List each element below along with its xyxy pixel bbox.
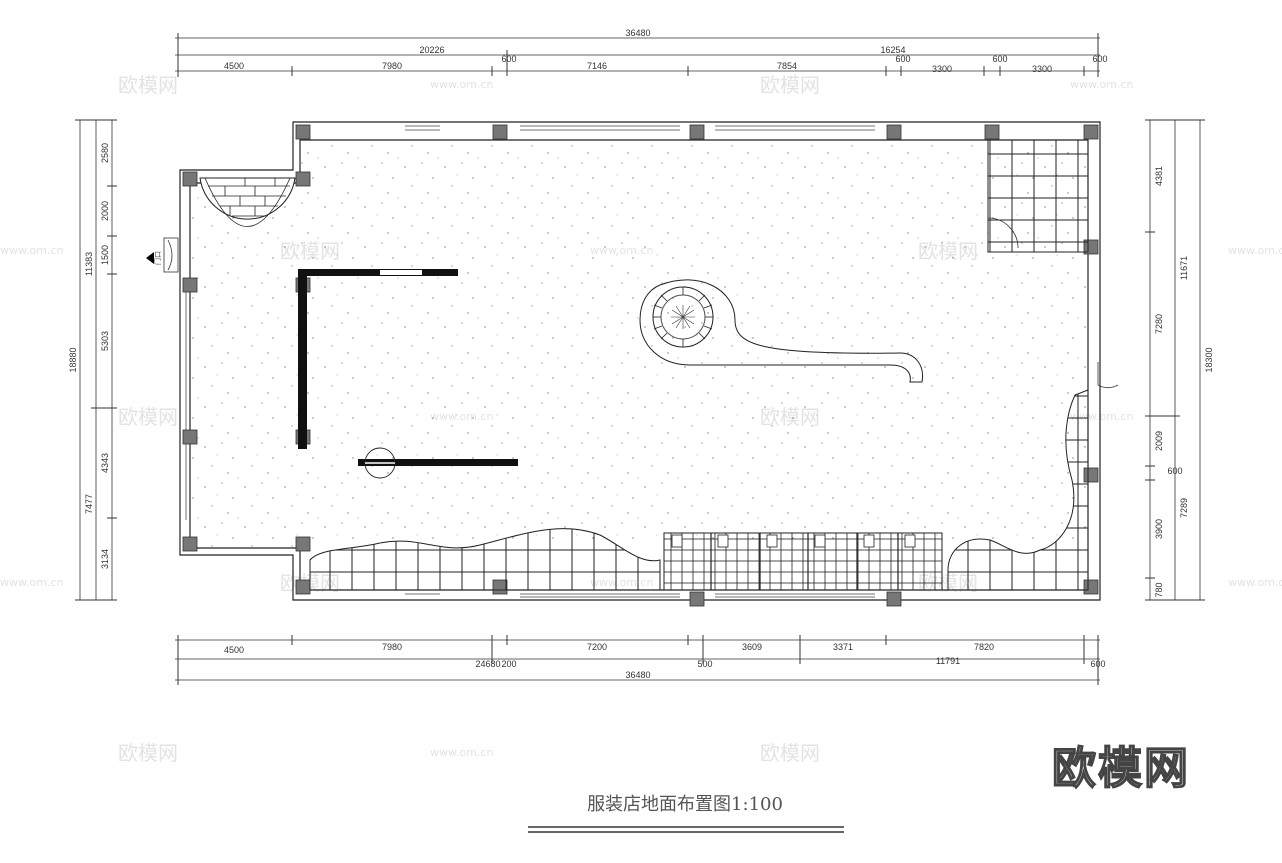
dim-text: 7854 (777, 61, 797, 71)
watermark-url: www.om.cn (430, 746, 493, 759)
dim-text: 18300 (1204, 347, 1214, 372)
title-underline (528, 831, 844, 833)
dim-text: 1500 (100, 245, 110, 265)
dim-text: 600 (501, 54, 516, 64)
watermark-url: www.om.cn (1070, 78, 1133, 91)
dim-text: 7477 (84, 494, 94, 514)
dim-text: 7280 (1154, 314, 1164, 334)
dim-text: 2000 (100, 201, 110, 221)
watermark-text: 欧模网 (118, 741, 178, 765)
watermark-url: www.om.cn (1228, 244, 1282, 257)
dim-text: 600 (1092, 54, 1107, 64)
watermark-text: 欧模网 (118, 73, 178, 97)
brand-logo: 欧模网 (1051, 742, 1190, 795)
dim-text: 600 (1167, 466, 1182, 476)
dim-text: 11671 (1179, 256, 1189, 280)
entrance-arrow-icon (146, 252, 154, 264)
left-dimension-texts: 2580 2000 1500 5303 4343 3134 11383 7477… (68, 143, 110, 569)
dim-text: 3900 (1154, 519, 1164, 539)
dim-text: 16254 (880, 45, 905, 55)
dim-text: 600 (1090, 659, 1105, 669)
dim-text: 24680 (475, 659, 500, 669)
title-underline (528, 826, 844, 828)
window-strips (405, 125, 875, 598)
dim-text: 3371 (833, 642, 853, 652)
dim-text: 7980 (382, 642, 402, 652)
dim-text: 200 (501, 659, 516, 669)
dim-text: 7200 (587, 642, 607, 652)
watermark-url: www.om.cn (0, 244, 63, 257)
dimension-ticks (75, 33, 1205, 685)
dim-text: 7289 (1179, 498, 1189, 518)
watermark-text: 欧模网 (760, 73, 820, 97)
drawing-title: 服装店地面布置图1:100 (587, 794, 783, 815)
dim-text: 2009 (1154, 431, 1164, 451)
dim-text: 11383 (84, 252, 94, 276)
display-wall-l-shape (298, 269, 458, 449)
dim-text: 7820 (974, 642, 994, 652)
wavy-tile-zone-right (947, 362, 1119, 591)
dim-text: 4500 (224, 61, 244, 71)
circular-rack-and-counter (639, 279, 924, 383)
dim-text: 18880 (68, 347, 78, 372)
watermark-url: www.om.cn (1228, 576, 1282, 589)
dim-text: 3134 (100, 549, 110, 569)
dim-text: 2580 (100, 143, 110, 163)
dim-text: 3300 (932, 64, 952, 74)
dim-text: 3609 (742, 642, 762, 652)
dimension-lines (79, 37, 1201, 681)
dim-text: 5303 (100, 331, 110, 351)
top-dimension-texts: 36480 20226 16254 4500 7980 600 7146 785… (224, 28, 1108, 74)
dim-text: 500 (697, 659, 712, 669)
right-dimension-texts: 4381 7280 2009 600 3900 780 11671 7289 1… (1154, 166, 1214, 598)
bottom-dimension-texts: 4500 7980 200 7200 3609 3371 7820 24680 … (224, 642, 1106, 680)
watermark-url: www.om.cn (430, 78, 493, 91)
entrance-door: 门口 (146, 237, 179, 273)
dim-text: 20226 (419, 45, 444, 55)
dim-text: 36480 (625, 28, 650, 38)
dim-text: 600 (895, 54, 910, 64)
wavy-tile-zone-bottom (309, 528, 661, 591)
floor-area (190, 140, 1088, 548)
dim-text: 7980 (382, 61, 402, 71)
watermark-url: www.om.cn (0, 576, 63, 589)
structural-columns (182, 124, 1099, 607)
dim-text: 36480 (625, 670, 650, 680)
dim-text: 7146 (587, 61, 607, 71)
dim-text: 4500 (224, 645, 244, 655)
dim-text: 4381 (1154, 166, 1164, 186)
entry-platform (199, 177, 296, 227)
display-bar-with-table (358, 447, 518, 479)
dim-text: 600 (992, 54, 1007, 64)
dim-text: 4343 (100, 453, 110, 473)
dim-text: 11791 (936, 656, 960, 666)
dim-text: 780 (1154, 582, 1164, 597)
watermark-text: 欧模网 (118, 405, 178, 429)
watermark-text: 欧模网 (760, 741, 820, 765)
dim-text: 3300 (1032, 64, 1052, 74)
storage-room-tiled (987, 139, 1089, 253)
fitting-rooms (663, 532, 943, 591)
door-label: 门口 (153, 251, 162, 265)
